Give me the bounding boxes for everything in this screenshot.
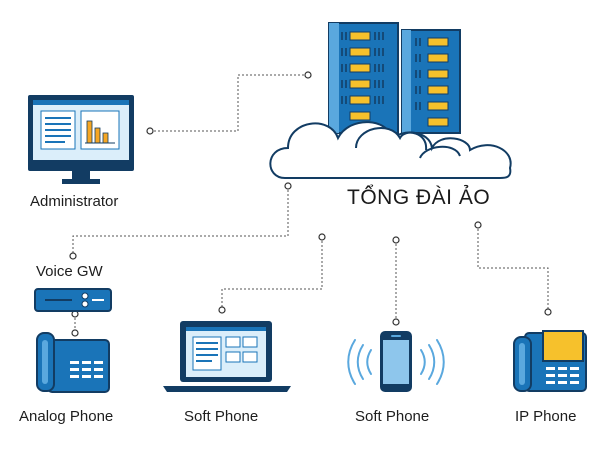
connector-cloud-ipphone	[477, 225, 549, 312]
connector-admin-server	[150, 74, 308, 132]
label-voice-gw: Voice GW	[36, 263, 103, 280]
desktop-monitor-icon	[28, 95, 134, 184]
cloud-icon	[269, 121, 512, 179]
server-rack-icon	[328, 22, 461, 134]
connectors	[72, 74, 549, 333]
label-analog-phone: Analog Phone	[19, 408, 114, 425]
center-title: TỔNG ĐÀI ẢO	[347, 186, 491, 209]
label-administrator: Administrator	[30, 193, 119, 210]
analog-phone-icon	[36, 332, 110, 393]
connector-cloud-softphone-laptop	[221, 237, 323, 310]
voice-gateway-icon	[34, 288, 112, 312]
label-soft-phone-laptop: Soft Phone	[184, 408, 259, 425]
connector-cloud-voicegw	[72, 186, 289, 256]
connector-nodes	[69, 71, 552, 337]
mobile-phone-icon	[347, 331, 445, 392]
label-soft-phone-mobile: Soft Phone	[355, 408, 430, 425]
ip-phone-icon	[513, 330, 587, 392]
laptop-icon	[163, 321, 291, 392]
label-ip-phone: IP Phone	[515, 408, 577, 425]
